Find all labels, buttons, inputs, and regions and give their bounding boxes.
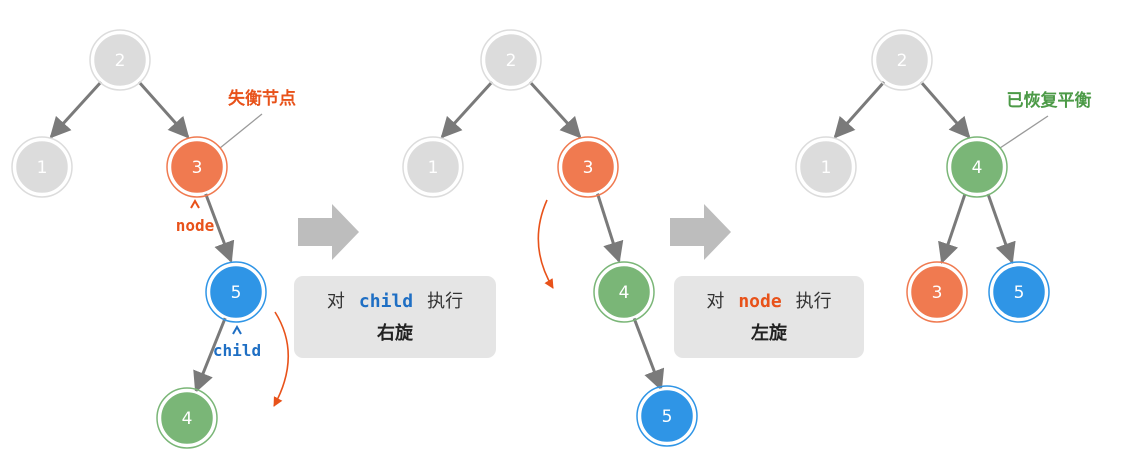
step-1-keyword: child	[359, 291, 413, 312]
panel-3-balanced-tree: 2 1 4 3 5 已恢复平衡	[795, 29, 1092, 323]
tree-node-5: 5	[988, 261, 1050, 323]
tree-node-3-unbalanced: 3	[166, 136, 228, 198]
callout-leader	[219, 113, 263, 149]
step-1-action: 右旋	[377, 322, 414, 344]
callout-leader	[999, 115, 1049, 149]
node-label: 4	[182, 409, 193, 429]
step-2: 对 node 执行 左旋	[670, 204, 864, 358]
step-2-prefix: 对	[706, 291, 724, 312]
panel-2-intermediate-tree: 2 1 3 4 5	[402, 29, 698, 447]
unbalanced-callout: 失衡节点	[228, 88, 296, 109]
node-label: 4	[972, 158, 983, 178]
tree-node-1: 1	[795, 136, 857, 198]
tree-node-4: 4	[156, 387, 218, 449]
tree-node-1: 1	[11, 136, 73, 198]
edge-3-5	[203, 191, 235, 263]
node-label: 5	[662, 407, 673, 427]
tree-node-2: 2	[871, 29, 933, 91]
node-label: 1	[37, 158, 48, 178]
step-1-box	[294, 276, 496, 358]
step-2-keyword: node	[738, 291, 782, 312]
step-1-arrow-icon	[298, 204, 359, 260]
step-2-box	[674, 276, 864, 358]
node-pointer-label: node	[176, 216, 215, 235]
node-label: 2	[897, 51, 908, 71]
step-1-suffix: 执行	[427, 291, 463, 312]
node-label: 1	[428, 158, 439, 178]
edge-2-3	[528, 80, 582, 139]
tree-node-3: 3	[906, 261, 968, 323]
edge-2-3	[137, 81, 190, 139]
edge-2-1	[833, 81, 886, 139]
step-1-prefix: 对	[327, 291, 345, 312]
edge-3-4	[595, 191, 624, 264]
child-pointer-label: child	[213, 341, 261, 360]
node-label: 3	[192, 158, 203, 178]
tree-node-4: 4	[593, 261, 655, 323]
step-1: 对 child 执行 右旋	[294, 204, 496, 358]
node-label: 2	[506, 51, 517, 71]
tree-node-1: 1	[402, 136, 464, 198]
child-pointer-caret	[232, 324, 242, 335]
node-label: 2	[115, 51, 126, 71]
left-rotation-arrow	[537, 199, 554, 289]
node-label: 1	[821, 158, 832, 178]
edge-4-5	[986, 193, 1016, 264]
node-pointer-caret	[190, 198, 200, 209]
tree-node-5: 5	[205, 261, 267, 323]
step-2-arrow-icon	[670, 204, 731, 260]
tree-node-5: 5	[636, 385, 698, 447]
node-label: 4	[619, 283, 630, 303]
panel-1-unbalanced-tree: 2 1 3 5 4 失衡节点 node child	[11, 29, 296, 449]
tree-node-2: 2	[89, 29, 151, 91]
step-2-line-1: 对 node 执行	[706, 291, 831, 312]
node-label: 5	[231, 283, 242, 303]
edge-5-4	[193, 315, 228, 393]
step-2-suffix: 执行	[796, 291, 832, 312]
edge-2-1	[49, 80, 103, 139]
node-label: 5	[1014, 283, 1025, 303]
tree-node-2: 2	[480, 29, 542, 91]
edge-2-4	[919, 81, 971, 139]
tree-node-4: 4	[946, 136, 1008, 198]
node-label: 3	[932, 283, 943, 303]
step-1-line-1: 对 child 执行	[327, 291, 463, 312]
right-rotation-arrow	[273, 311, 289, 407]
edge-4-3	[938, 193, 967, 264]
balanced-callout: 已恢复平衡	[1007, 90, 1092, 111]
node-label: 3	[583, 158, 594, 178]
tree-node-3: 3	[557, 136, 619, 198]
step-2-action: 左旋	[751, 322, 788, 344]
edge-2-1	[440, 80, 494, 139]
edge-4-5	[632, 317, 665, 391]
